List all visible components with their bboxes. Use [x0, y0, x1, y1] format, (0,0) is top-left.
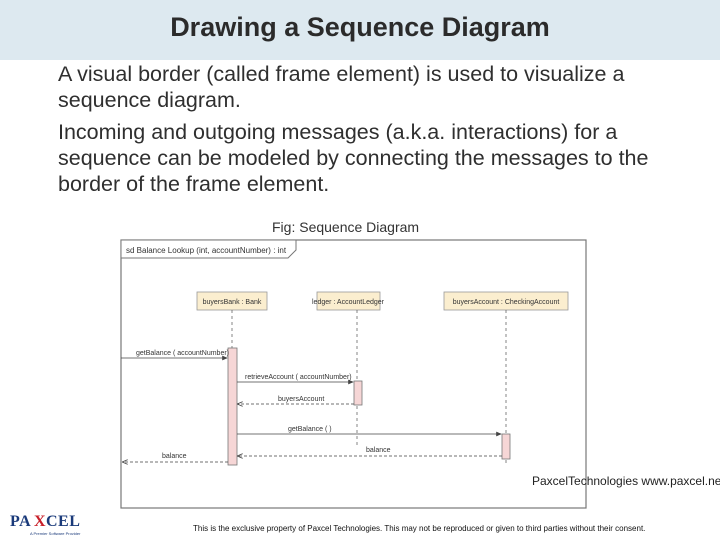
message-label-getbalance: getBalance ( accountNumber): [136, 350, 229, 357]
company-line: PaxcelTechnologies www.paxcel.net: [532, 474, 720, 488]
sequence-diagram: sd Balance Lookup (int, accountNumber) :…: [120, 239, 587, 509]
activation-bank: [227, 347, 238, 466]
activation-ledger: [353, 380, 363, 406]
frame-label: sd Balance Lookup (int, accountNumber) :…: [126, 246, 287, 255]
message-label-balance-account: balance: [366, 447, 391, 454]
message-label-buyersaccount: buyersAccount: [278, 396, 324, 403]
lifeline-label-ledger: ledger : AccountLedger: [312, 299, 385, 306]
svg-text:CEL: CEL: [46, 513, 80, 530]
svg-text:A Premier Software Provider: A Premier Software Provider: [30, 531, 81, 536]
message-label-retrieveaccount: retrieveAccount ( accountNumber): [245, 374, 352, 381]
lifeline-box-ledger: [316, 291, 381, 311]
bullet-list: A visual border (called frame element) i…: [58, 61, 698, 203]
lifeline-label-bank: buyersBank : Bank: [203, 299, 262, 306]
lifeline-label-account: buyersAccount : CheckingAccount: [453, 299, 560, 306]
activation-account: [501, 433, 511, 460]
svg-text:X: X: [34, 513, 46, 530]
paxcel-logo: PA X CEL A Premier Software Provider: [10, 513, 81, 536]
bullet-2: Incoming and outgoing messages (a.k.a. i…: [58, 120, 649, 196]
message-label-balance-frame: balance: [162, 453, 187, 460]
svg-text:PA: PA: [10, 513, 31, 530]
message-label-getbalance-account: getBalance ( ): [288, 426, 332, 433]
frame-label-tab: [120, 239, 297, 259]
bullet-1: A visual border (called frame element) i…: [58, 62, 625, 112]
slide-title: Drawing a Sequence Diagram: [170, 12, 550, 42]
title-band: [0, 0, 720, 60]
figure-caption: Fig: Sequence Diagram: [272, 219, 420, 235]
disclaimer: This is the exclusive property of Paxcel…: [193, 524, 646, 533]
frame-border: [120, 239, 587, 509]
